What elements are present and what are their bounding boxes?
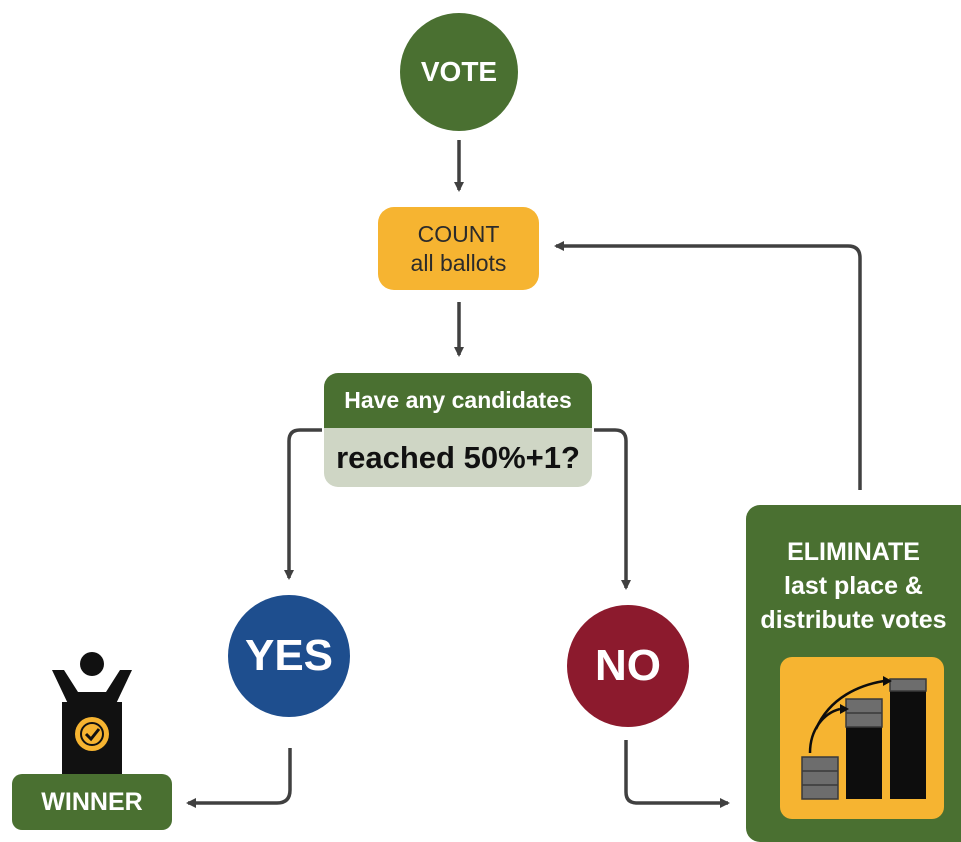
question-line2: reached 50%+1? — [324, 428, 592, 487]
yes-node: YES — [228, 595, 350, 717]
bar-last-place — [801, 756, 839, 800]
vote-node: VOTE — [400, 13, 518, 131]
yes-label: YES — [244, 631, 334, 680]
no-label: NO — [595, 641, 661, 690]
vote-label: VOTE — [420, 56, 498, 87]
arrow-eliminate-to-count — [554, 241, 862, 490]
question-line1: Have any candidates — [324, 373, 592, 428]
count-node: COUNT all ballots — [378, 207, 539, 290]
eliminate-line1: ELIMINATE — [787, 538, 920, 566]
arrow-no-to-eliminate — [624, 740, 730, 808]
eliminate-title: ELIMINATE last place & distribute votes — [746, 535, 961, 637]
arrow-question-to-yes — [284, 428, 322, 580]
redistribute-arrow-2 — [814, 679, 885, 730]
bar-leader — [890, 691, 926, 799]
winner-podium-icon — [42, 650, 142, 776]
count-label-line1: COUNT — [417, 220, 500, 247]
eliminate-line3: distribute votes — [760, 606, 947, 634]
arrow-yes-to-winner — [186, 748, 292, 808]
winner-node: WINNER — [12, 774, 172, 830]
eliminate-line2: last place & — [784, 572, 923, 600]
winner-label: WINNER — [41, 787, 143, 816]
vote-redistribution-bars-icon — [780, 657, 944, 819]
arrow-question-to-no — [594, 428, 631, 590]
bar-middle — [846, 727, 882, 799]
count-label-line2: all ballots — [410, 249, 507, 276]
question-node: Have any candidates reached 50%+1? — [324, 373, 592, 487]
no-node: NO — [567, 605, 689, 727]
eliminate-node: ELIMINATE last place & distribute votes — [746, 505, 961, 842]
